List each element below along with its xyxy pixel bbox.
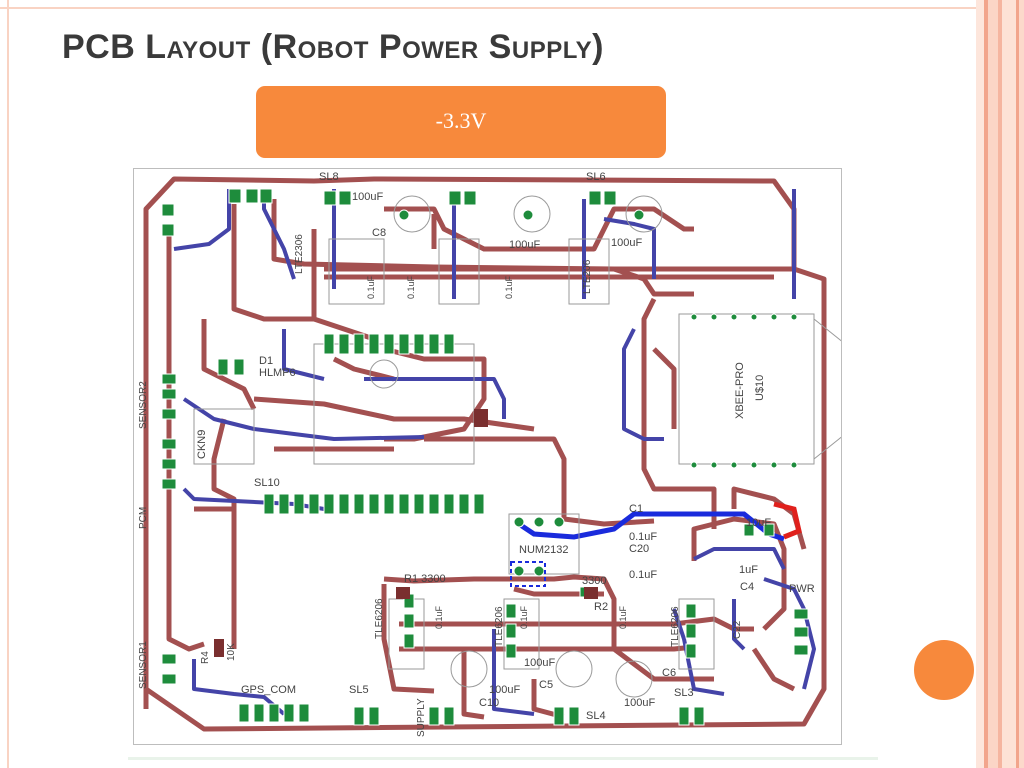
label-c-f: 0.1uF: [618, 605, 628, 629]
label-lte-1: LTE2306: [294, 234, 305, 274]
label-sl5: SL5: [349, 684, 369, 696]
label-xbee: XBEE-PRO: [734, 362, 746, 419]
label-c-b: 0.1uF: [406, 275, 416, 299]
label-c1-value: 0.1uF: [629, 531, 658, 543]
label-c5: C5: [539, 679, 554, 691]
label-c22: C22: [732, 620, 743, 639]
label-sensor1: SENSOR1: [138, 641, 149, 689]
label-r1: R1 3300: [404, 573, 446, 585]
label-c4: C4: [740, 581, 755, 593]
label-sl3: SL3: [674, 687, 694, 699]
label-r4-value: 10K: [226, 643, 237, 661]
label-r2: R2: [594, 601, 609, 613]
label-10uf: 10uF: [746, 517, 772, 529]
label-r4: R4: [200, 651, 211, 664]
label-c5-value: 100uF: [524, 657, 556, 669]
bottom-rule: [128, 757, 878, 760]
label-sl6: SL6: [586, 171, 606, 183]
label-c1: C1: [629, 503, 644, 515]
label-pcm: PCM: [138, 506, 149, 529]
label-sl10: SL10: [254, 477, 280, 489]
label-lte-2: LTE206: [582, 259, 593, 294]
label-num: NUM2132: [519, 544, 569, 556]
label-c-a: 0.1uF: [366, 275, 376, 299]
slide-title: PCB Layout (Robot Power Supply): [62, 28, 604, 66]
label-sensor2: SENSOR2: [138, 381, 149, 429]
label-sl4: SL4: [586, 710, 606, 722]
label-pwr: PWR: [789, 583, 815, 595]
pcb-drawing: [143, 176, 841, 732]
side-stripes: [976, 0, 1024, 768]
label-c10: C10: [479, 697, 500, 709]
label-supply: SUPPLY: [416, 698, 427, 737]
label-c10-value: 100uF: [489, 684, 521, 696]
label-r2-value: 3300: [582, 575, 607, 587]
label-c-e: 0.1uF: [519, 605, 529, 629]
label-c6-value: 100uF: [624, 697, 656, 709]
label-gps: GPS_COM: [241, 684, 297, 696]
label-tle-2: TLE6206: [494, 606, 505, 647]
label-cap-right-value: 100uF: [611, 237, 643, 249]
label-tle-3: TLE6206: [670, 606, 681, 647]
label-c-d: 0.1uF: [434, 605, 444, 629]
label-c20: C20: [629, 543, 650, 555]
voltage-badge-label: -3.3V: [435, 108, 487, 133]
label-ckn: CKN9: [196, 429, 208, 459]
label-c-c: 0.1uF: [504, 275, 514, 299]
accent-circle: [914, 640, 974, 700]
label-c6: C6: [662, 667, 677, 679]
label-c8: C8: [372, 227, 387, 239]
label-d1: D1: [259, 355, 274, 367]
label-tle-1: TLE6206: [374, 598, 385, 639]
voltage-badge: -3.3V: [256, 86, 666, 158]
label-cap-mid-value: 100uF: [509, 239, 541, 251]
label-hlmp: HLMP6: [259, 367, 296, 379]
label-1uf: 1uF: [739, 564, 758, 576]
label-xbee-u: U$10: [754, 374, 766, 401]
label-c8-value: 100uF: [352, 191, 384, 203]
pcb-layout-image: SL8 SL6 100uF C8 100uF 100uF LTE2306 LTE…: [133, 168, 842, 745]
label-c20-value: 0.1uF: [629, 569, 658, 581]
label-sl8: SL8: [319, 171, 339, 183]
